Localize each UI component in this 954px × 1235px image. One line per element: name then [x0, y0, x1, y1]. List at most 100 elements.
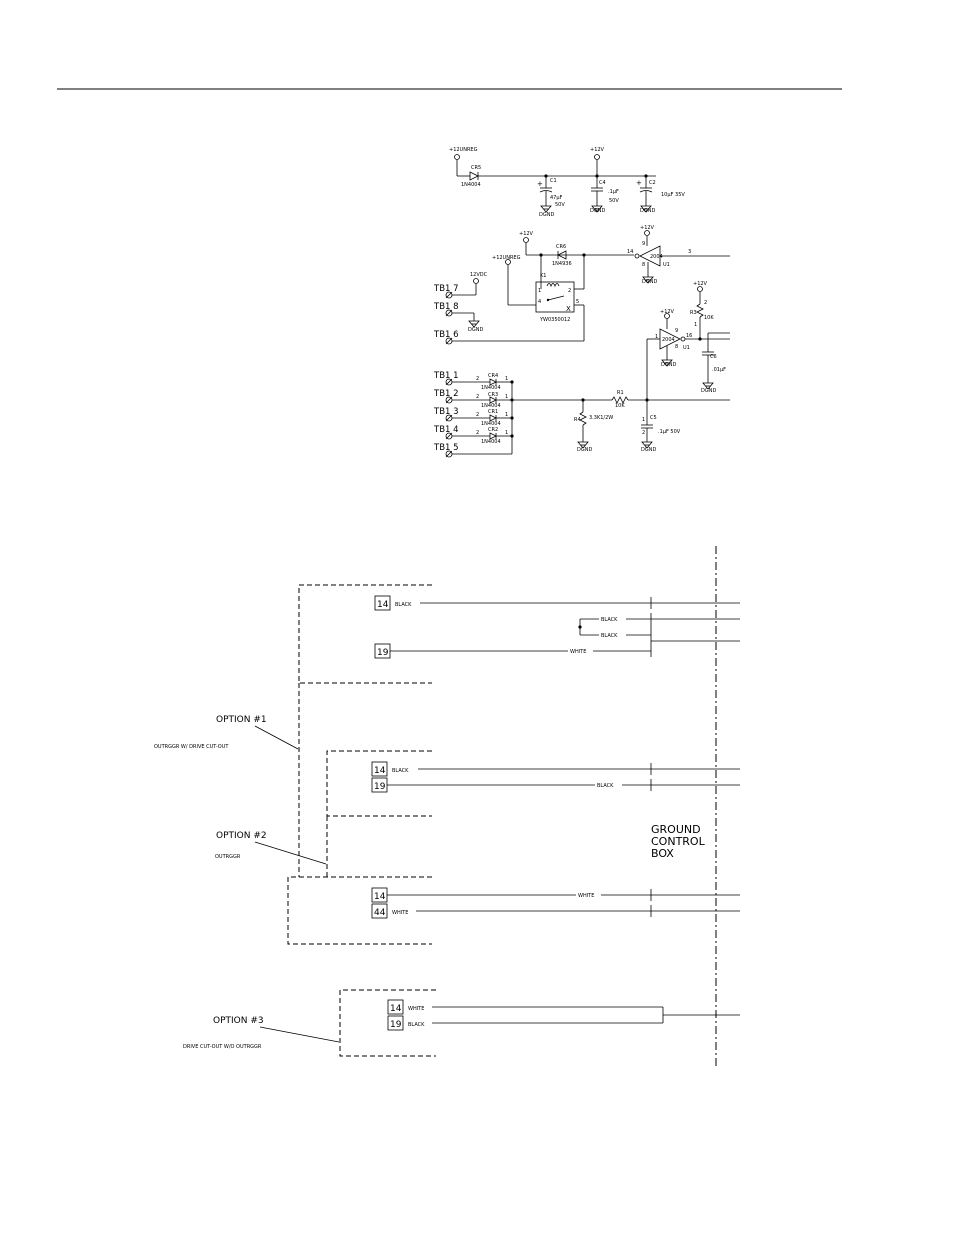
option2-leader — [254, 841, 327, 865]
inv2-part: 2004 — [662, 337, 675, 343]
option2-box — [326, 750, 432, 817]
opt1-t19: 19 — [377, 648, 389, 658]
opt1-black2: BLACK — [601, 617, 618, 623]
dgnd-tb8: DGND — [468, 327, 483, 333]
c2-plus: + — [636, 179, 642, 187]
cr2-part: 1N4004 — [481, 439, 501, 445]
r1-val: 10K — [615, 403, 625, 409]
inv2-pin1: 1 — [655, 334, 658, 340]
ground-icon — [468, 315, 480, 328]
unreg-label: +12UNREG — [449, 147, 478, 153]
opt3-black: BLACK — [408, 1022, 425, 1028]
r3-label: R3 — [690, 310, 697, 316]
terminal-19 — [387, 1015, 404, 1031]
option1-desc: OUTRGGR W/ DRIVE CUT-OUT — [154, 744, 229, 750]
c1-val: 47µF — [550, 195, 563, 201]
cr5-label: CR5 — [471, 165, 481, 171]
c6-label: C6 — [710, 354, 717, 360]
inv1-pin3: 3 — [688, 249, 691, 255]
cr3-part: 1N4004 — [481, 403, 501, 409]
tb1-4-label: TB1 4 — [433, 425, 459, 435]
tb1-5-label: TB1 5 — [433, 443, 459, 453]
v12-label-inv1: +12V — [640, 225, 655, 231]
cr3-pin2: 2 — [476, 394, 479, 400]
r3-val: 10K — [704, 315, 714, 321]
k1-pin2: 2 — [568, 288, 571, 294]
inv2-pin16: 16 — [686, 333, 692, 339]
k1-x-mark: X — [566, 305, 571, 313]
opt3-white: WHITE — [408, 1006, 424, 1012]
opt1-t14: 14 — [377, 600, 389, 610]
opt2-t14: 14 — [374, 766, 386, 776]
tb1-1-label: TB1 1 — [433, 371, 459, 381]
terminal-14 — [371, 761, 388, 777]
cr1-part: 1N4004 — [481, 421, 501, 427]
c5-label: C5 — [650, 415, 657, 421]
dgnd-c2: DGND — [640, 208, 655, 214]
cr4-label: CR4 — [488, 373, 498, 379]
dgnd-inv1: DGND — [642, 279, 657, 285]
v12-label-r3: +12V — [693, 281, 708, 287]
12vdc-label: 12VDC — [470, 272, 488, 278]
r4-resistor-icon — [579, 411, 587, 426]
opt2-black2: BLACK — [597, 783, 614, 789]
tb1-3-label: TB1 3 — [433, 407, 459, 417]
cr2-pin2: 2 — [476, 430, 479, 436]
option1-title: OPTION #1 — [216, 715, 267, 725]
cr2-pin1: 1 — [505, 430, 508, 436]
k1-relay-box — [535, 281, 575, 313]
v12-label-inv2: +12V — [660, 309, 675, 315]
opt2b-white: WHITE — [578, 893, 594, 899]
cr1-label: CR1 — [488, 409, 498, 415]
inv1-pin9: 9 — [642, 241, 645, 247]
wiring-diagram: GROUND CONTROL BOX 14 BLACK BLACK BLACK … — [154, 546, 740, 1067]
c5-pin2: 2 — [642, 430, 645, 436]
cr6-label: CR6 — [556, 244, 566, 250]
c2-label: C2 — [649, 180, 656, 186]
unreg-label-relay: +12UNREG — [492, 255, 521, 261]
c1-label: C1 — [550, 178, 557, 184]
tb1-7-label: TB1 7 — [433, 284, 459, 294]
relay-coil-icon — [546, 283, 560, 288]
cr1-pin2: 2 — [476, 412, 479, 418]
gcb-line2: CONTROL — [651, 835, 706, 848]
option3-leader — [259, 1026, 340, 1043]
cr1-pin1: 1 — [505, 412, 508, 418]
relay-section: +12V CR6 1N4936 +12UNREG K1 1 2 4 5 X YW… — [452, 225, 730, 342]
r3-pin2: 2 — [704, 300, 707, 306]
c5-pin1: 1 — [642, 417, 645, 423]
r4-label: R4 — [574, 417, 581, 423]
k1-pin1: 1 — [538, 288, 541, 294]
dgnd-c4: DGND — [590, 208, 605, 214]
input-section: TB1 1 CR4 1N4004 2 1 TB1 2 CR3 1N4004 2 … — [433, 281, 730, 458]
dgnd-c5: DGND — [641, 447, 656, 453]
r3-pin1: 1 — [694, 322, 697, 328]
ground-icon — [540, 200, 552, 213]
cr3-label: CR3 — [488, 392, 498, 398]
dgnd-c6: DGND — [701, 388, 716, 394]
cr6-diode-icon — [557, 250, 567, 260]
option2-desc: OUTRGGR — [215, 854, 241, 860]
inv2-u1: U1 — [683, 345, 690, 351]
inv1-pin14: 14 — [627, 249, 633, 255]
inv2-pin8: 8 — [675, 344, 678, 350]
option1-box — [298, 584, 432, 684]
c4-label: C4 — [599, 180, 606, 186]
opt2-black: BLACK — [392, 768, 409, 774]
cr4-pin1: 1 — [505, 376, 508, 382]
inv1-u1: U1 — [663, 262, 670, 268]
dgnd-r4: DGND — [577, 447, 592, 453]
terminal-14 — [374, 595, 391, 611]
opt1-white: WHITE — [570, 649, 586, 655]
terminal-14 — [387, 999, 404, 1015]
v12-label-supply: +12V — [590, 147, 605, 153]
c4-volt: 50V — [609, 198, 619, 204]
k1-label: K1 — [540, 273, 546, 279]
option3-title: OPTION #3 — [213, 1016, 264, 1026]
r1-label: R1 — [617, 390, 624, 396]
k1-pin5: 5 — [576, 299, 579, 305]
terminal-44 — [371, 903, 388, 919]
option3-desc: DRIVE CUT-OUT W/O OUTRGGR — [183, 1044, 262, 1050]
cr4-part: 1N4004 — [481, 385, 501, 391]
c1-volt: 50V — [555, 202, 565, 208]
